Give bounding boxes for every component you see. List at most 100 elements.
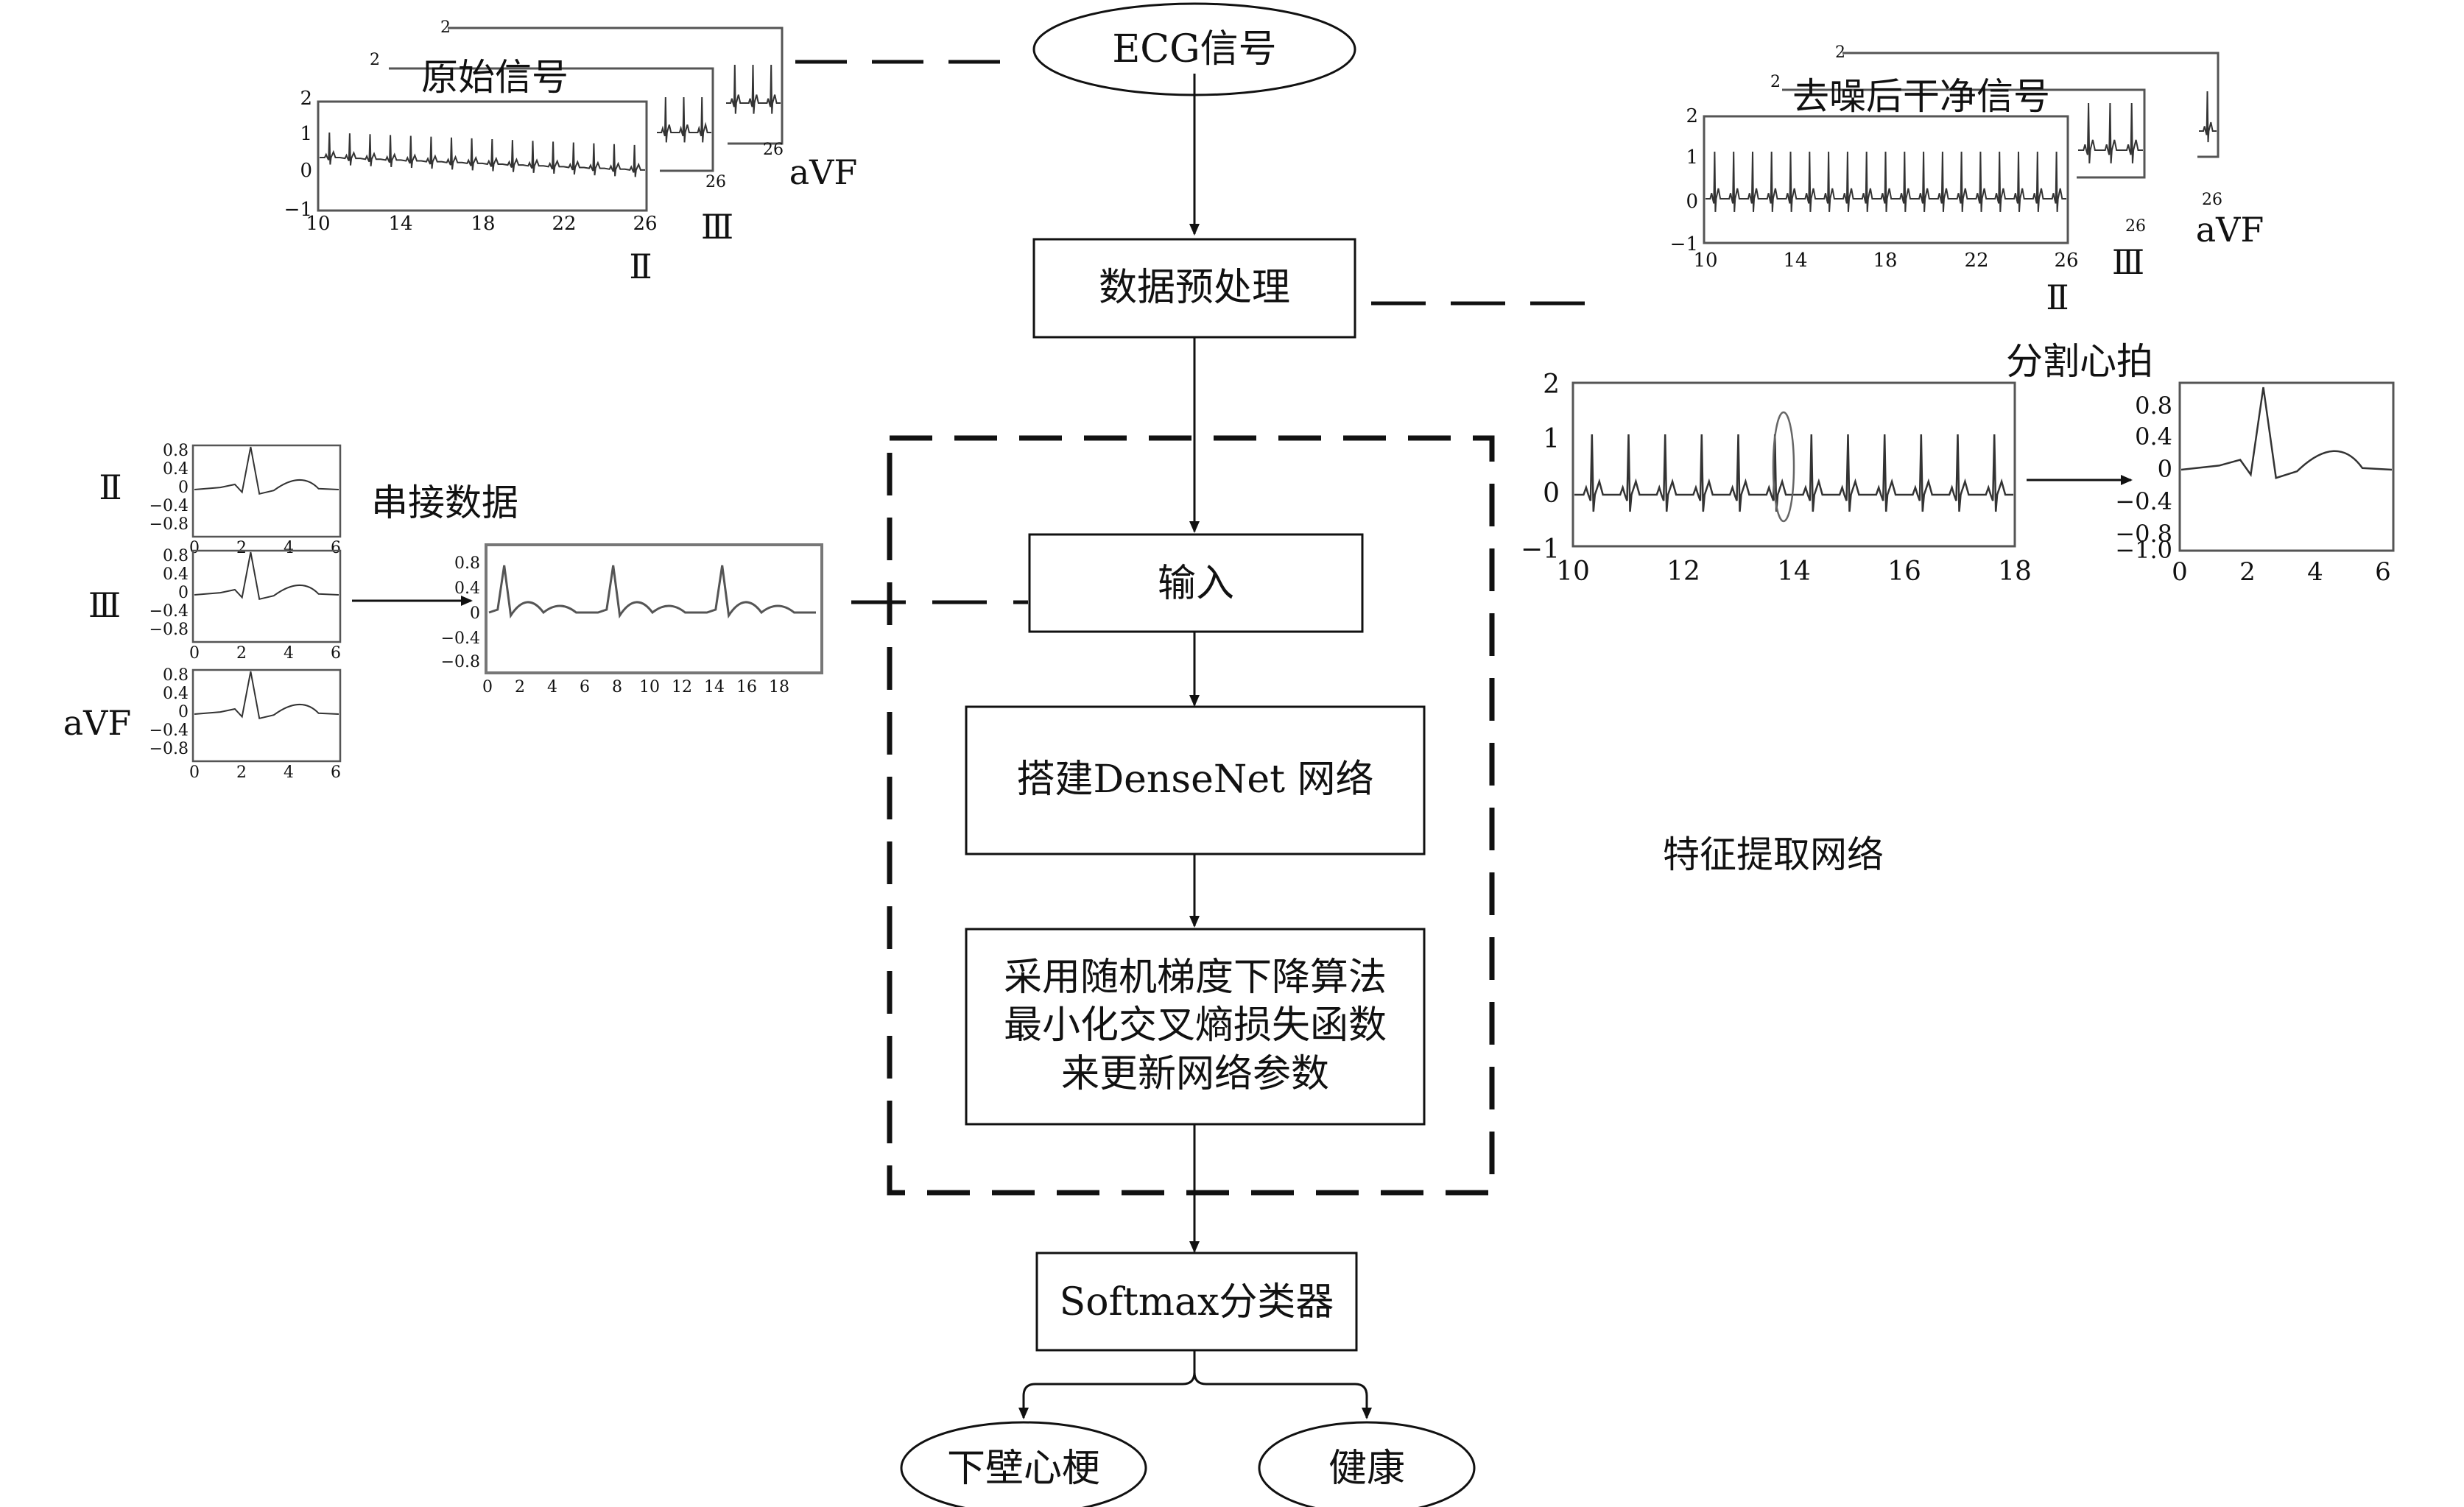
beat-signal (2180, 387, 2393, 479)
lead-beat-signal (194, 551, 339, 601)
denoised-ii-signal (1706, 151, 2066, 212)
lead-beat-xtick: 4 (284, 539, 294, 557)
concat-xtick: 12 (672, 678, 692, 696)
denoised-xtick: 26 (2054, 250, 2078, 272)
beat-ytick: −0.8 (2115, 520, 2172, 548)
lead-beat-axes (191, 549, 342, 643)
lead-beat-ytick: 0 (178, 584, 189, 602)
concat-lead-ii: Ⅱ (99, 467, 122, 507)
beat-xtick: 6 (2375, 557, 2391, 587)
concat-xtick: 4 (547, 678, 557, 696)
denoised-iii-ytick: 2 (1770, 73, 1781, 91)
lead-beat-ytick: 0.4 (163, 565, 189, 584)
raw-iii-signal (657, 96, 711, 143)
segment-ytick: −1 (1521, 534, 1560, 565)
lead-beat-ytick: −0.8 (149, 515, 189, 534)
concat-axes (485, 543, 823, 674)
softmax-label: Softmax分类器 (1060, 1280, 1334, 1324)
denoised-signal-title: 去噪后干净信号 (1792, 75, 2050, 118)
node-preprocess (1032, 238, 1356, 339)
raw-ytick: −1 (284, 199, 312, 221)
segment-ytick: 2 (1543, 370, 1560, 400)
lead-beat-ytick: 0.8 (163, 547, 189, 565)
beat-ytick: 0.8 (2135, 392, 2172, 420)
lead-beat-signal (194, 446, 339, 495)
raw-frame-iii (389, 67, 714, 172)
node-input (1028, 533, 1364, 633)
raw-avf-signal (726, 64, 781, 114)
beat-xtick: 0 (2172, 557, 2188, 587)
concat-ytick: 0.4 (454, 579, 480, 598)
concat-ytick: 0.8 (454, 554, 480, 573)
denoised-avf-signal (2199, 91, 2217, 143)
beat-ytick: 0.4 (2135, 423, 2172, 451)
inferior-mi-label: 下壁心梗 (947, 1447, 1100, 1491)
raw-lead-avf: aVF (789, 152, 858, 192)
concat-lead-avf: aVF (63, 703, 132, 743)
densenet-label: 搭建DenseNet 网络 (1016, 758, 1373, 802)
beat-xtick: 4 (2307, 557, 2323, 587)
denoised-lead-ii: Ⅱ (2046, 278, 2069, 317)
lead-beat-signal (194, 671, 339, 720)
denoised-frame-iii (1782, 88, 2146, 179)
segment-axes-long (1571, 381, 2016, 548)
concat-xtick: 8 (612, 678, 622, 696)
raw-avf-xtick: 26 (763, 141, 784, 159)
ecg-signal-label: ECG信号 (1112, 27, 1276, 71)
segment-xtick: 10 (1556, 557, 1590, 587)
sgd-label-line2: 最小化交叉熵损失函数 (1004, 1003, 1387, 1048)
concat-xtick: 14 (704, 678, 725, 696)
denoised-iii-xtick: 26 (2125, 217, 2146, 236)
input-label: 输入 (1158, 562, 1234, 606)
denoised-xtick: 14 (1783, 250, 1807, 272)
raw-lead-iii: Ⅲ (701, 207, 733, 247)
beat-ytick: 0 (2158, 455, 2172, 483)
concat-xtick: 18 (769, 678, 789, 696)
denoised-ytick: 1 (1686, 147, 1698, 169)
lead-beat-xtick: 4 (284, 763, 294, 782)
raw-xtick: 22 (552, 213, 576, 235)
raw-ytick: 1 (300, 123, 312, 145)
raw-ii-signal (320, 132, 645, 177)
lead-beat-xtick: 0 (189, 763, 200, 782)
beat-xtick: 2 (2239, 557, 2256, 587)
concat-xtick: 16 (736, 678, 757, 696)
raw-iii-ytick: 2 (370, 51, 380, 69)
raw-iii-xtick: 26 (705, 173, 726, 191)
lead-beat-xtick: 6 (331, 644, 341, 663)
segment-panel: 2 1 0 −1 10 12 14 16 18 分割心拍 0.8 0.4 0 −… (1521, 340, 2395, 587)
concat-signal (488, 565, 816, 619)
raw-ytick: 2 (300, 88, 312, 110)
node-ecg-signal (1032, 2, 1356, 96)
segment-title: 分割心拍 (2006, 340, 2153, 383)
feature-net-box (887, 435, 1495, 1196)
lead-beat-xtick: 2 (236, 539, 247, 557)
raw-xtick: 14 (388, 213, 412, 235)
lead-beat-ytick: −0.8 (149, 740, 189, 758)
denoised-avf-xtick: 26 (2202, 191, 2222, 209)
feature-net-label: 特征提取网络 (1663, 833, 1884, 876)
lead-beat-ytick: −0.8 (149, 621, 189, 639)
arrow-to-healthy (1193, 1372, 1372, 1419)
flow-text: ECG信号 数据预处理 输入 搭建DenseNet 网络 采用随机梯度下降算法 … (947, 27, 1884, 1491)
segment-ytick: 1 (1543, 424, 1560, 454)
selected-beat-ellipse (1772, 411, 1795, 523)
concat-xtick: 10 (639, 678, 660, 696)
denoised-frame-avf (1842, 52, 2220, 158)
raw-avf-ytick: 2 (440, 18, 451, 37)
raw-signal-title: 原始信号 (421, 56, 569, 99)
lead-beat-xtick: 4 (284, 644, 294, 663)
flow-main (795, 2, 1595, 1507)
denoised-ytick: 0 (1686, 191, 1698, 213)
lead-beat-axes (191, 444, 342, 538)
lead-beat-ytick: 0.4 (163, 460, 189, 479)
segment-xtick: 14 (1777, 557, 1811, 587)
denoised-ytick: −1 (1670, 233, 1698, 255)
lead-beat-xtick: 6 (331, 539, 341, 557)
segment-ytick: 0 (1543, 479, 1560, 509)
segment-xtick: 18 (1998, 557, 2032, 587)
beat-ytick: −1.0 (2115, 536, 2172, 564)
